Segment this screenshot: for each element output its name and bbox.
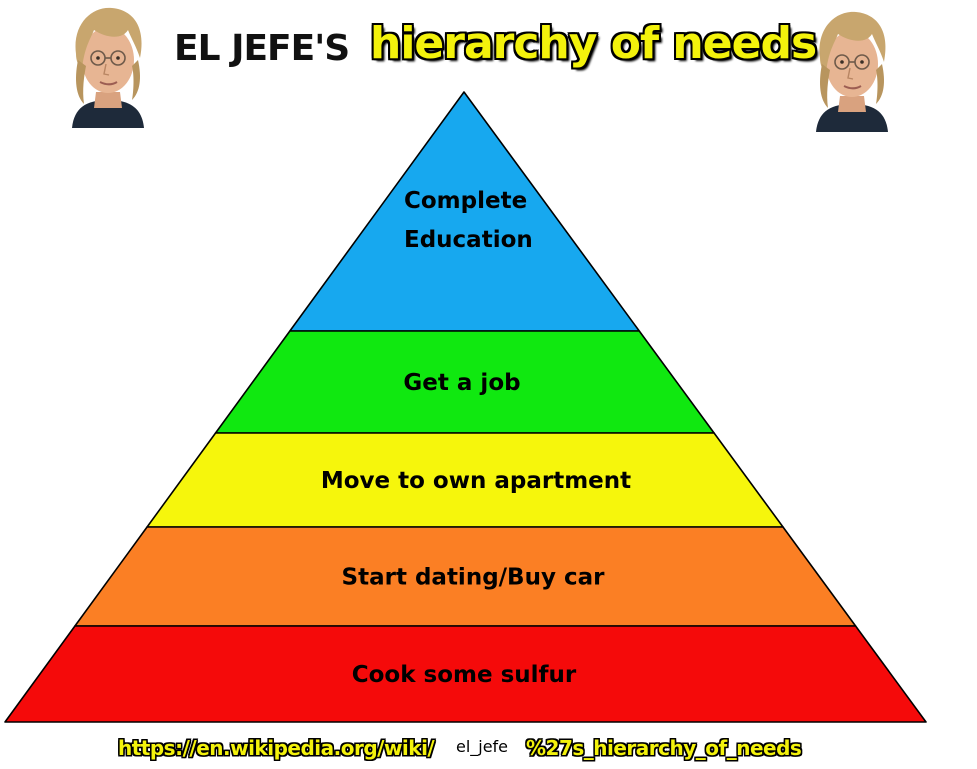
title-prefix: EL JEFE'S: [174, 28, 350, 69]
pyramid-tier-3-label: Move to own apartment: [321, 468, 631, 494]
url-prefix-text: https://en.wikipedia.org/wiki/: [118, 736, 435, 760]
title-main: hierarchy of needs: [370, 18, 817, 69]
pyramid-tier-1-label: Complete: [404, 188, 527, 214]
pyramid-tier-5-label: Cook some sulfur: [352, 662, 577, 688]
portrait-right-image: [806, 4, 898, 132]
pyramid-tier-4-label: Start dating/Buy car: [342, 565, 606, 591]
portrait-left-image: [62, 0, 154, 128]
pyramid-tier-5: [4, 625, 927, 723]
pyramid-tiers: [4, 91, 927, 723]
url-insert-text: el_jefe: [440, 734, 524, 762]
pyramid-tier-1-label: Education: [404, 227, 533, 253]
url-suffix-text: %27s_hierarchy_of_needs: [526, 736, 802, 760]
pyramid-tier-2-label: Get a job: [403, 370, 520, 396]
